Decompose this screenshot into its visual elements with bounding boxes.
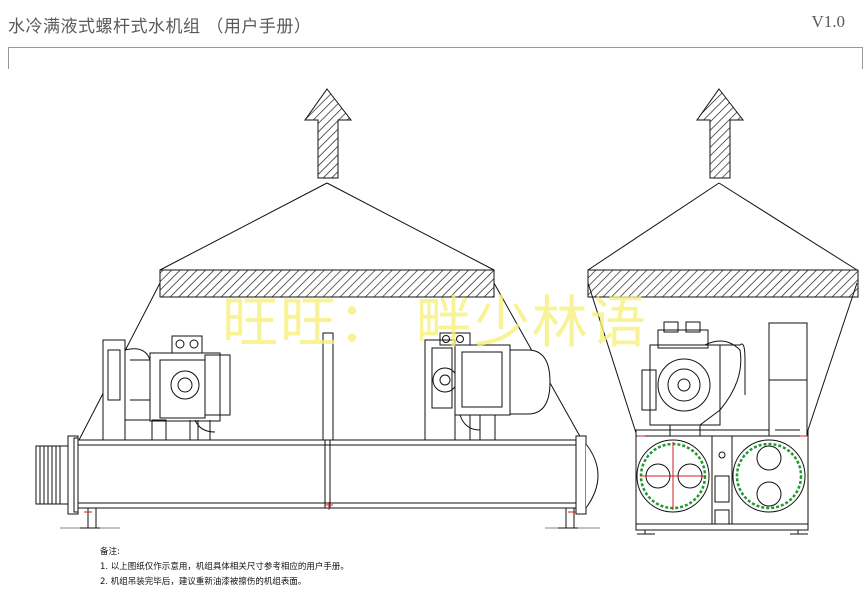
sling-side-left-lower [587, 282, 638, 437]
end-cap-right [585, 443, 599, 509]
tube-bundle-right [732, 439, 806, 513]
document-title: 水冷满液式螺杆式水机组 （用户手册） [8, 17, 312, 37]
sling-front-left-upper [159, 182, 328, 271]
lift-arrow-front [304, 88, 353, 179]
notes-item-2: 2. 机组吊装完毕后，建议重新油漆被擦伤的机组表面。 [100, 577, 307, 587]
compressor-side [641, 321, 746, 436]
notes-item-1: 1. 以上图纸仅作示意用，机组具体相关尺寸参考相应的用户手册。 [100, 562, 349, 572]
sling-side-right-lower [805, 282, 858, 437]
lift-arrow-side [696, 88, 745, 179]
shell-body-front [77, 439, 585, 509]
spreader-beam-front [159, 269, 495, 298]
front-view [35, 88, 600, 529]
notes-block: 备注: 1. 以上图纸仅作示意用，机组具体相关尺寸参考相应的用户手册。 2. 机… [100, 545, 349, 590]
foot-right [558, 508, 578, 529]
notes-heading: 备注: [100, 547, 120, 557]
sling-front-right-upper [326, 182, 495, 271]
foot-left [80, 508, 100, 529]
document-header: 水冷满液式螺杆式水机组 （用户手册） V1.0 [0, 0, 863, 70]
spreader-beam-side [587, 269, 859, 298]
watermark-text: 旺旺： 畔少林语 [222, 291, 648, 356]
header-left-tick [8, 47, 9, 69]
compressor-right [424, 332, 551, 441]
side-view [587, 88, 859, 535]
document-version: V1.0 [811, 12, 845, 31]
foot-side-left [637, 530, 655, 535]
right-flange [575, 435, 587, 515]
compressor-left [102, 335, 231, 441]
header-divider [8, 47, 863, 48]
sling-side-left-upper [587, 182, 720, 271]
tube-bundle-left [636, 439, 710, 513]
lift-point-markers-front [84, 502, 576, 513]
sling-side-right-upper [718, 182, 858, 271]
foot-side-right [790, 530, 808, 535]
left-flange [67, 435, 79, 515]
